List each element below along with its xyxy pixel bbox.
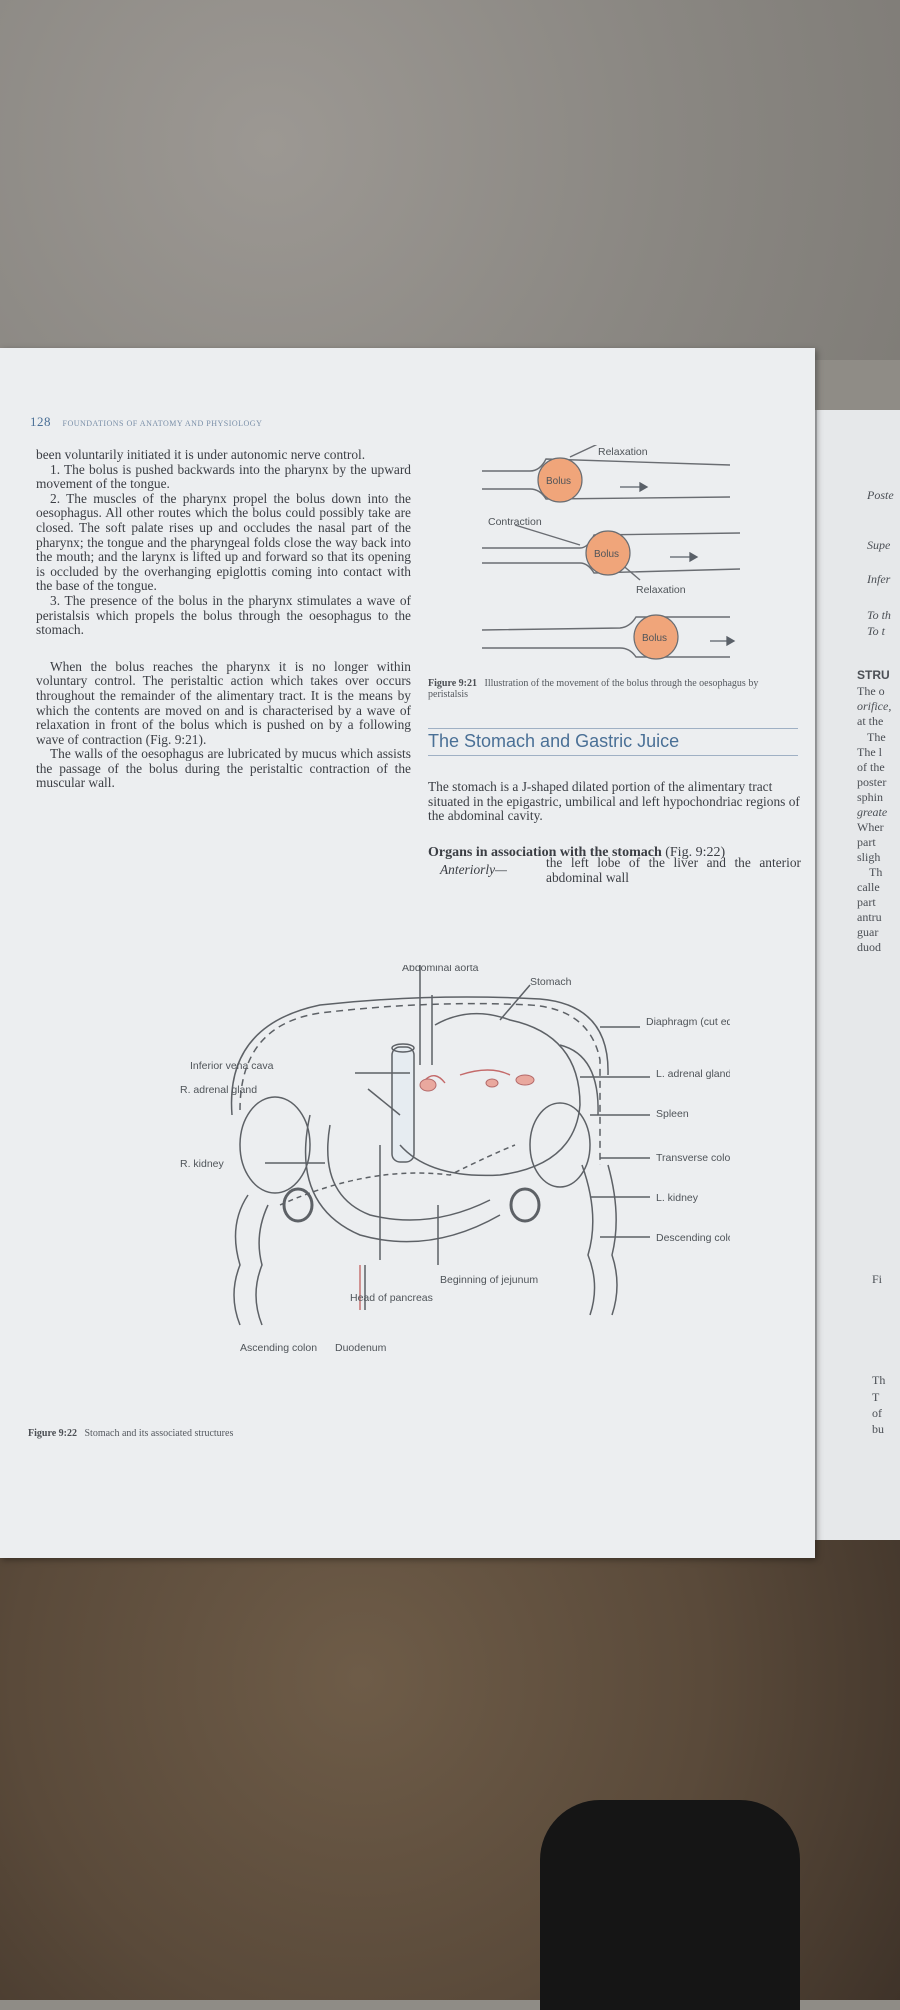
anteriorly-label: Anteriorly—	[440, 862, 507, 877]
adjacent-fragment: sphin	[857, 790, 884, 804]
adjacent-fragment: The o	[857, 684, 885, 698]
adjacent-fragment: The l	[857, 745, 882, 759]
anteriorly-text: the left lobe of the liver and the anter…	[546, 855, 801, 885]
shoe-object	[540, 1800, 800, 2010]
adjacent-fragment: Supe	[867, 538, 891, 552]
label-transverse-colon: Transverse colon (cut)	[656, 1152, 730, 1164]
bolus-markers	[537, 457, 679, 660]
label-abdominal-aorta: Abdominal aorta	[402, 965, 479, 974]
book-page	[0, 348, 815, 1558]
section-intro: The stomach is a J-shaped dilated portio…	[428, 779, 800, 824]
caption-number: Figure 9:21	[428, 678, 477, 689]
figure-9-22-stomach-diagram: Abdominal aorta Stomach Diaphragm (cut e…	[180, 965, 730, 1354]
adjacent-fragment: at the	[857, 714, 884, 728]
caption-number: Figure 9:22	[28, 1428, 77, 1439]
adjacent-fragment: part	[857, 895, 876, 909]
label-duodenum: Duodenum	[335, 1342, 387, 1354]
adjacent-fragment: To th	[867, 608, 891, 622]
label-r-kidney: R. kidney	[180, 1158, 225, 1170]
running-title: FOUNDATIONS OF ANATOMY AND PHYSIOLOGY	[62, 419, 263, 428]
adjacent-fragment: part	[857, 835, 876, 849]
page-number: 128	[30, 414, 51, 429]
label-bolus-1: Bolus	[546, 476, 571, 487]
adjacent-fragment: duod	[857, 940, 881, 954]
adjacent-page: Poste Supe Infer To th To t STRU The o o…	[815, 410, 900, 1540]
figure-9-22-caption: Figure 9:22 Stomach and its associated s…	[28, 1428, 428, 1439]
adjacent-fragment: sligh	[857, 850, 881, 864]
adjacent-fragment: Infer	[867, 572, 891, 586]
label-contraction: Contraction	[488, 516, 542, 528]
adjacent-fragment: of	[872, 1406, 882, 1420]
adjacent-fragment: Poste	[867, 488, 894, 502]
organs-figure-ref: (Fig. 9:22)	[665, 845, 726, 860]
label-descending-colon: Descending colon	[656, 1232, 730, 1244]
paragraph: 2. The muscles of the pharynx propel the…	[36, 490, 411, 594]
paragraph: 3. The presence of the bolus in the phar…	[36, 592, 411, 638]
adjacent-fragment: poster	[857, 775, 887, 789]
label-l-adrenal: L. adrenal gland	[656, 1068, 730, 1080]
label-l-kidney: L. kidney	[656, 1192, 699, 1204]
left-column: been voluntarily initiated it is under a…	[36, 447, 411, 791]
label-r-adrenal: R. adrenal gland	[180, 1084, 257, 1096]
adjacent-fragment: antru	[857, 910, 882, 924]
background-floor-top	[0, 0, 900, 360]
adjacent-fragment: bu	[872, 1422, 884, 1436]
running-head: 128 FOUNDATIONS OF ANATOMY AND PHYSIOLOG…	[30, 414, 262, 430]
adjacent-fragment: calle	[857, 880, 880, 894]
label-relaxation-1: Relaxation	[598, 446, 648, 458]
paragraph: 1. The bolus is pushed backwards into th…	[36, 461, 411, 492]
paragraph: The walls of the oesophagus are lubricat…	[36, 746, 411, 791]
label-beginning-jejunum: Beginning of jejunum	[440, 1274, 538, 1286]
label-stomach: Stomach	[530, 976, 572, 988]
label-bolus-2: Bolus	[594, 549, 619, 560]
figure-9-21-peristalsis: Relaxation Bolus Contraction Bolus Relax…	[481, 445, 741, 660]
organs-heading-text: Organs in association with the stomach	[428, 845, 662, 860]
adjacent-fragment: Wher	[857, 820, 884, 834]
adjacent-fragment: Fi	[872, 1272, 883, 1286]
adjacent-fragment: To t	[867, 624, 885, 638]
label-bolus-3: Bolus	[642, 633, 667, 644]
adjacent-fragment: Th	[872, 1373, 886, 1387]
section-title: The Stomach and Gastric Juice	[428, 728, 798, 756]
adjacent-fragment: guar	[857, 925, 879, 939]
adjacent-fragment: Th	[869, 865, 883, 879]
adjacent-fragment: The	[867, 730, 886, 744]
label-inferior-vena-cava: Inferior vena cava	[190, 1060, 274, 1072]
caption-text: Illustration of the movement of the bolu…	[428, 678, 759, 700]
organs-heading: Organs in association with the stomach (…	[428, 845, 800, 861]
paragraph: been voluntarily initiated it is under a…	[36, 447, 366, 462]
adjacent-fragment: STRU	[857, 668, 890, 682]
caption-text: Stomach and its associated structures	[84, 1428, 234, 1439]
label-diaphragm: Diaphragm (cut edge)	[646, 1016, 730, 1028]
label-relaxation-2: Relaxation	[636, 584, 686, 596]
adjacent-fragment: T	[872, 1390, 880, 1404]
adjacent-fragment: orifice,	[857, 699, 892, 713]
label-spleen: Spleen	[656, 1108, 689, 1120]
adjacent-fragment: of the	[857, 760, 885, 774]
figure-9-21-caption: Figure 9:21 Illustration of the movement…	[428, 678, 798, 700]
label-ascending-colon: Ascending colon	[240, 1342, 317, 1354]
label-head-pancreas: Head of pancreas	[350, 1292, 433, 1304]
paragraph: When the bolus reaches the pharynx it is…	[36, 658, 411, 747]
adjacent-fragment: greate	[857, 805, 888, 819]
